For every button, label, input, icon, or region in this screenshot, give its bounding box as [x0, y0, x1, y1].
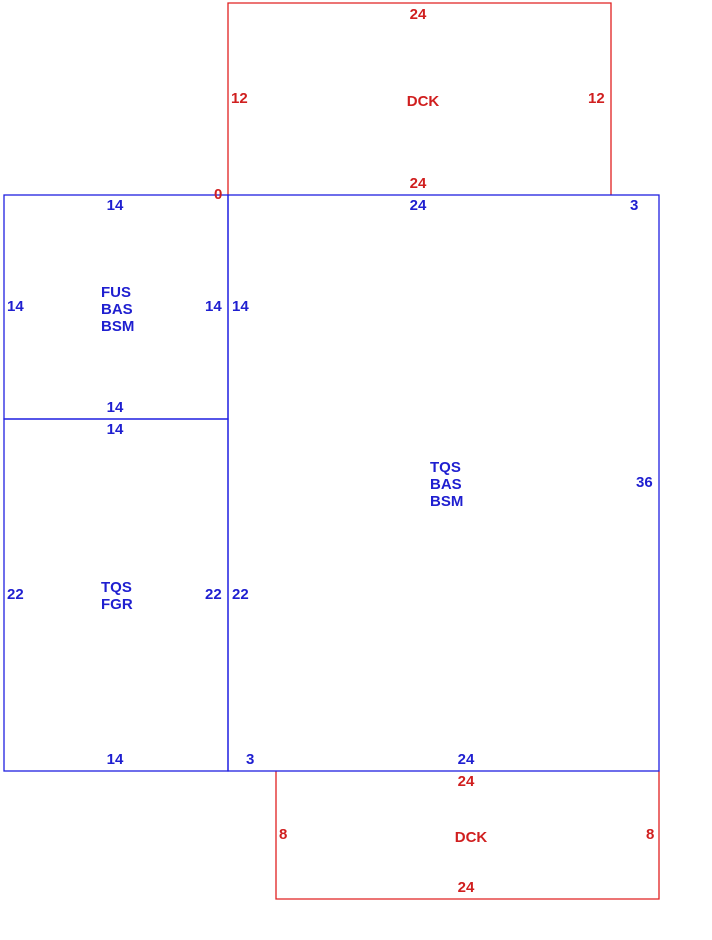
top-deck-right-dimension: 12 — [588, 90, 605, 107]
top-deck-top-dimension: 24 — [409, 6, 427, 23]
lower-left-left-dimension: 22 — [7, 586, 24, 603]
upper-left-area-codes: FUS BAS BSM — [101, 284, 134, 335]
area-code: TQS — [101, 579, 132, 596]
area-code: BSM — [101, 318, 135, 335]
bottom-deck-bottom-dimension: 24 — [457, 879, 475, 896]
area-code: FGR — [101, 596, 133, 613]
main-area-bottom-left-offset: 3 — [246, 751, 255, 768]
main-area-bottom-dimension: 24 — [457, 751, 475, 768]
lower-left-right-dimension: 22 — [205, 586, 222, 603]
bottom-deck-right-dimension: 8 — [646, 826, 655, 843]
bottom-deck-outline — [275, 771, 660, 900]
main-area-left-upper-dimension: 14 — [232, 298, 249, 315]
area-code: BSM — [430, 493, 464, 510]
main-area-codes: TQS BAS BSM — [430, 459, 463, 510]
area-code: BAS — [430, 476, 462, 493]
top-deck-bottom-dimension: 24 — [409, 175, 427, 192]
bottom-deck-code: DCK — [454, 829, 488, 846]
main-area-right-dimension: 36 — [636, 474, 653, 491]
main-area-left-lower-dimension: 22 — [232, 586, 249, 603]
upper-left-bottom-dimension: 14 — [106, 399, 124, 416]
top-deck-corner-dimension: 0 — [214, 186, 223, 203]
lower-left-top-dimension: 14 — [106, 421, 124, 438]
upper-left-right-dimension: 14 — [205, 298, 222, 315]
lower-left-bottom-dimension: 14 — [106, 751, 124, 768]
main-area-top-dimension: 24 — [409, 197, 427, 214]
upper-left-left-dimension: 14 — [7, 298, 24, 315]
top-deck-code: DCK — [406, 93, 440, 110]
upper-left-top-dimension: 14 — [106, 197, 124, 214]
top-deck-outline — [227, 2, 612, 195]
lower-left-area-codes: TQS FGR — [101, 579, 133, 613]
top-deck-left-dimension: 12 — [231, 90, 248, 107]
main-area-top-right-offset: 3 — [630, 197, 639, 214]
area-code: TQS — [430, 459, 461, 476]
lower-left-area-outline — [3, 418, 229, 772]
area-code: BAS — [101, 301, 133, 318]
bottom-deck-top-dimension: 24 — [457, 773, 475, 790]
area-code: FUS — [101, 284, 131, 301]
bottom-deck-left-dimension: 8 — [279, 826, 288, 843]
